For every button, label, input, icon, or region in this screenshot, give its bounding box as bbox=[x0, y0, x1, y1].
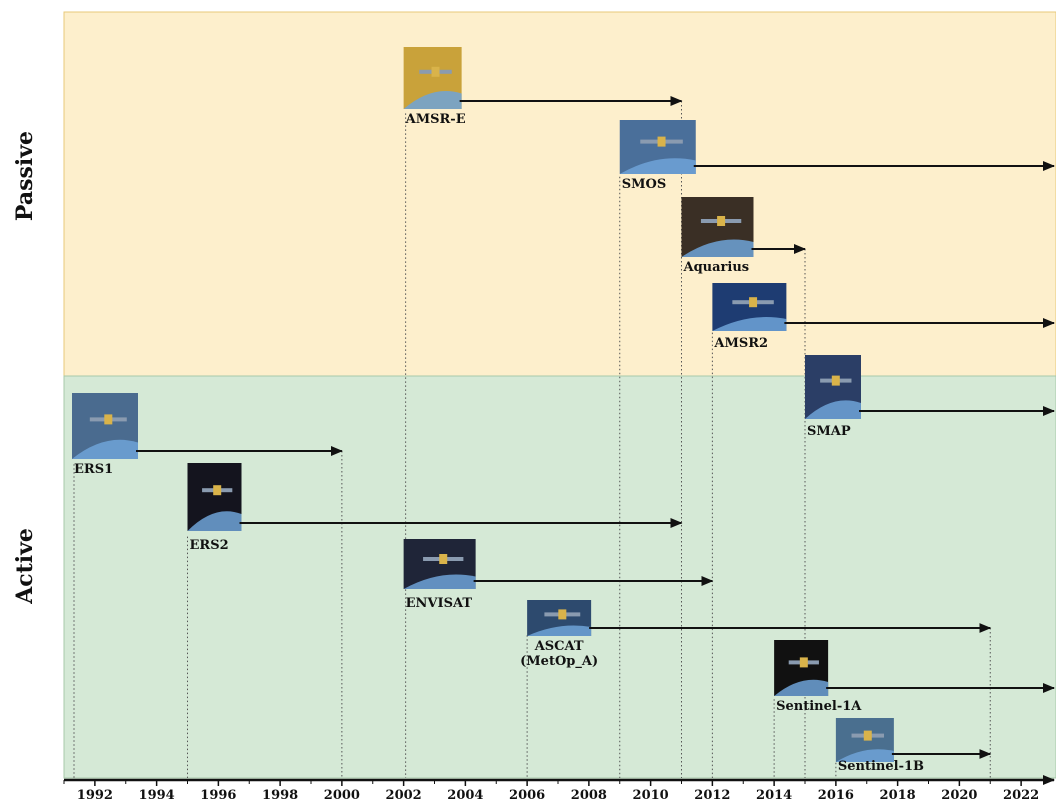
mission-ers1: ERS1 bbox=[72, 393, 343, 477]
earth-limb bbox=[527, 625, 592, 636]
satellite-thumbnail bbox=[805, 355, 861, 419]
mission-label: Aquarius bbox=[683, 260, 750, 275]
mission-label: AMSR2 bbox=[713, 336, 768, 351]
mission-label: ASCAT(MetOp_A) bbox=[520, 639, 598, 669]
axis-ticks: 1992 1994 1996 1998 2000 2002 2004 2006 2008 2010… bbox=[63, 780, 1039, 803]
mission-envisat: ENVISAT bbox=[403, 539, 714, 611]
mission-sentinel-1a: Sentinel-1A bbox=[774, 640, 1055, 714]
satellite-icon bbox=[863, 730, 872, 741]
mission-label: SMOS bbox=[622, 177, 667, 192]
mission-label: AMSR-E bbox=[405, 112, 466, 127]
satellite-thumbnail bbox=[403, 539, 476, 589]
axis-tick-label: 2002 bbox=[386, 788, 422, 800]
mission-label: Sentinel-1B bbox=[838, 759, 924, 774]
earth-limb bbox=[681, 239, 754, 257]
mission-sentinel-1b: Sentinel-1B bbox=[835, 718, 992, 774]
axis-tick-label: 2010 bbox=[633, 788, 669, 800]
passive-band bbox=[63, 11, 1056, 377]
satellite-thumbnail bbox=[187, 463, 242, 531]
axis-tick-label: 1994 bbox=[139, 788, 175, 800]
mission-aquarius: Aquarius bbox=[681, 197, 806, 275]
satellite-thumbnail bbox=[72, 393, 138, 459]
axis-tick-label: 2012 bbox=[694, 788, 730, 800]
axis-tick-label: 2016 bbox=[818, 788, 854, 800]
axis-tick-label: 2014 bbox=[756, 788, 792, 800]
axis-tick-label: 2018 bbox=[880, 788, 916, 800]
axis-tick-label: 2008 bbox=[571, 788, 607, 800]
satellite-thumbnail bbox=[619, 120, 696, 174]
satellite-icon bbox=[439, 554, 448, 564]
earth-limb bbox=[187, 511, 242, 531]
axis-tick-label: 2000 bbox=[324, 788, 360, 800]
mission-smos: SMOS bbox=[619, 120, 1055, 192]
satellite-thumbnail bbox=[403, 47, 462, 109]
earth-limb bbox=[403, 90, 462, 109]
satellite-icon bbox=[799, 657, 808, 668]
mission-label: SMAP bbox=[807, 424, 851, 439]
axis-tick-label: 1996 bbox=[200, 788, 236, 800]
satellite-icon bbox=[213, 485, 222, 496]
mission-amsr2: AMSR2 bbox=[712, 283, 1055, 351]
group-label-active: Active bbox=[12, 528, 38, 605]
mission-label: ERS2 bbox=[190, 538, 229, 553]
satellite-icon bbox=[431, 66, 440, 77]
axis-tick-label: 1992 bbox=[77, 788, 113, 800]
satellite-icon bbox=[558, 609, 567, 620]
satellite-thumbnail bbox=[774, 640, 829, 696]
satellite-icon bbox=[831, 375, 840, 386]
earth-limb bbox=[774, 679, 829, 696]
satellite-thumbnail bbox=[712, 283, 787, 331]
axis-tick-label: 2020 bbox=[941, 788, 977, 800]
earth-limb bbox=[835, 749, 894, 762]
satellite-icon bbox=[749, 297, 758, 308]
axis-tick-label: 2022 bbox=[1003, 788, 1039, 800]
satellite-thumbnail bbox=[681, 197, 754, 257]
axis-tick-label: 1998 bbox=[262, 788, 298, 800]
satellite-icon bbox=[717, 216, 726, 226]
group-label-passive: Passive bbox=[12, 131, 38, 221]
mission-label: ERS1 bbox=[74, 462, 113, 477]
satellite-icon bbox=[657, 136, 666, 147]
mission-ascat: ASCAT(MetOp_A) bbox=[520, 600, 992, 669]
satellite-thumbnail bbox=[835, 718, 894, 762]
mission-ers2: ERS2 bbox=[187, 463, 683, 553]
active-band bbox=[63, 375, 1056, 779]
axis-tick-label: 2006 bbox=[509, 788, 545, 800]
earth-limb bbox=[805, 400, 861, 419]
satellite-icon bbox=[104, 414, 113, 425]
earth-limb bbox=[403, 574, 476, 589]
satellite-thumbnail bbox=[527, 600, 592, 636]
mission-label: Sentinel-1A bbox=[776, 699, 862, 714]
mission-smap: SMAP bbox=[805, 355, 1055, 439]
mission-label: ENVISAT bbox=[406, 596, 473, 611]
earth-limb bbox=[619, 158, 696, 174]
axis-tick-label: 2004 bbox=[447, 788, 483, 800]
mission-amsr-e: AMSR-E bbox=[403, 47, 683, 127]
earth-limb bbox=[72, 439, 138, 459]
earth-limb bbox=[712, 317, 787, 331]
